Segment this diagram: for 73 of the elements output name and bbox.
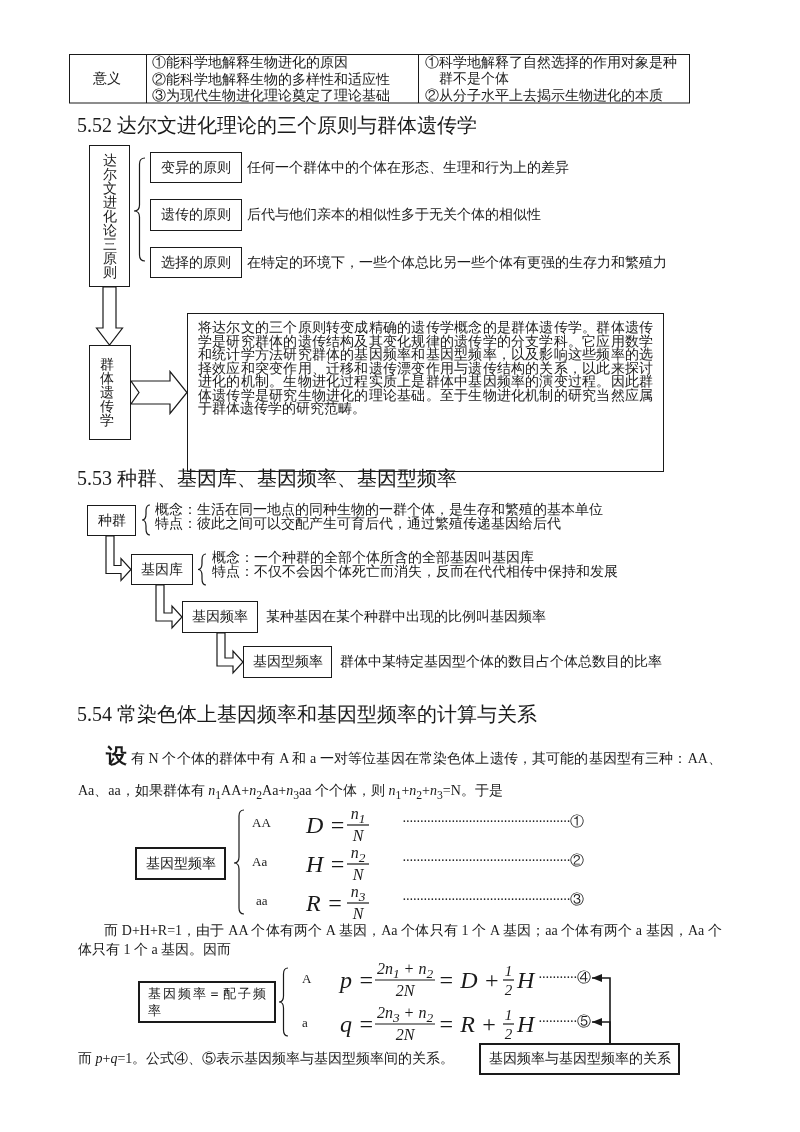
dot-leader: ··········· <box>538 1014 577 1030</box>
fraction-denominator: 2N <box>395 981 415 998</box>
concept-box: 基因型频率 <box>243 646 332 678</box>
bent-hollow-arrow <box>216 632 244 675</box>
concept-box: 变异的原则 <box>150 152 242 183</box>
fraction-numerator: n$_{1}$ <box>350 804 366 821</box>
table-text: ①科学地解释了自然选择的作用对象是种群不是个体 <box>425 54 678 88</box>
fraction-denominator: 2 <box>504 1025 513 1042</box>
description-text: 特点：彼此之间可以交配产生可育后代，通过繁殖传递基因给后代 <box>155 516 561 531</box>
vertical-text-box: 达尔文进化论三原则 <box>89 145 130 287</box>
concept-box: 基因频率 <box>182 601 258 633</box>
fraction-denominator: 2N <box>395 1025 415 1042</box>
section-heading: 5.52 达尔文进化理论的三个原则与群体遗传学 <box>77 113 477 137</box>
section-heading: 5.54 常染色体上基因频率和基因型频率的计算与关系 <box>77 702 537 726</box>
concept-box: 基因库 <box>131 554 193 585</box>
genotype-label: aa <box>256 892 268 908</box>
allele-label: a <box>302 1014 308 1030</box>
arrow <box>591 1018 611 1044</box>
table-text: ②能科学地解释生物的多样性和适应性 <box>152 71 390 88</box>
formula-text: H = <box>306 851 346 877</box>
table-text: ①能科学地解释生物进化的原因 <box>152 54 348 72</box>
fraction-numerator: 1 <box>504 1006 513 1023</box>
concept-box: 基因频率＝配子频率 <box>138 981 276 1023</box>
description-text: 概念：一个种群的全部个体所含的全部基因叫基因库 <box>212 551 534 565</box>
concept-box: 遗传的原则 <box>150 199 242 231</box>
fraction-numerator: 1 <box>504 962 513 979</box>
fraction-denominator: N <box>352 865 364 882</box>
circled-number: ④ <box>577 970 591 986</box>
description-text: 概念：生活在同一地点的同种生物的一群个体，是生存和繁殖的基本单位 <box>155 502 603 517</box>
hollow-arrow <box>95 286 124 346</box>
equation-number: ················································③ <box>402 892 584 908</box>
genotype-label: Aa <box>252 853 268 869</box>
formula-text: p = <box>340 967 375 993</box>
description-text: 某种基因在某个种群中出现的比例叫基因频率 <box>266 610 546 624</box>
fraction-numerator: 2n$_{3}$ + n$_{2}$ <box>376 1003 434 1020</box>
bent-hollow-arrow <box>155 584 183 630</box>
concept-box: 种群 <box>87 505 136 536</box>
table-text: 意义 <box>93 70 121 88</box>
concept-box: 基因频率与基因型频率的关系 <box>479 1043 680 1075</box>
formula-text: R = <box>306 890 343 916</box>
equation-number: ················································① <box>402 814 584 830</box>
genotype-label: AA <box>252 814 271 830</box>
bent-hollow-arrow <box>105 535 132 583</box>
sentence: 而 p+q=1。公式④、⑤表示基因频率与基因型频率间的关系。 <box>78 1051 455 1067</box>
formula-text: q = <box>340 1011 375 1037</box>
description-text: 在特定的环境下，一些个体总比另一些个体有更强的生存力和繁殖力 <box>247 255 667 270</box>
paragraph: 设 有 N 个个体的群体中有 A 和 a 一对等位基因在常染色体上遗传，其可能的基因型有三种：AA、Aa、aa，如果群体有 n$_{1}$AA+n$_{2}$Aa+n$_{3}$aa 个个体，则 n$_{1}$+n$_{2}$+n$_{3}$=N。于是 <box>78 743 722 804</box>
description-text: 特点：不仅不会因个体死亡而消失，反而在代代相传中保持和发展 <box>212 565 618 579</box>
table-text: ③为现代生物进化理论奠定了理论基础 <box>152 87 390 105</box>
formula-text: H <box>517 1011 535 1037</box>
formula-text: = D + <box>438 967 500 993</box>
notched-hollow-arrow <box>129 369 188 416</box>
description-text: 后代与他们亲本的相似性多于无关个体的相似性 <box>247 208 541 222</box>
formula-text: D = <box>306 812 346 838</box>
fraction-denominator: N <box>352 904 364 921</box>
allele-label: A <box>302 970 312 986</box>
fraction-numerator: n$_{3}$ <box>350 882 366 899</box>
fraction-numerator: 2n$_{1}$ + n$_{2}$ <box>376 959 434 976</box>
table-text: ②从分子水平上去揭示生物进化的本质 <box>425 87 663 105</box>
circled-number: ⑤ <box>577 1014 591 1030</box>
concept-box: 基因型频率 <box>135 847 226 880</box>
fraction-denominator: 2 <box>504 981 513 998</box>
formula-text: = R + <box>438 1011 498 1037</box>
concept-box: 选择的原则 <box>150 247 242 278</box>
description-text: 群体中某特定基因型个体的数目占个体总数目的比率 <box>340 655 662 669</box>
equation-number: ················································② <box>402 853 584 869</box>
fraction-numerator: n$_{2}$ <box>350 843 366 860</box>
vertical-text-box: 群体遗传学 <box>89 345 131 440</box>
fraction-denominator: N <box>352 826 364 843</box>
formula-text: H <box>517 967 535 993</box>
dot-leader: ··········· <box>538 970 577 986</box>
description-text: 任何一个群体中的个体在形态、生理和行为上的差异 <box>247 160 569 175</box>
paragraph: 而 D+H+R=1，由于 AA 个体有两个 A 基因，Aa 个体只有 1 个 A 基因；aa 个体有两个 a 基因，Aa 个体只有 1 个 a 基因。因而 <box>78 922 722 959</box>
